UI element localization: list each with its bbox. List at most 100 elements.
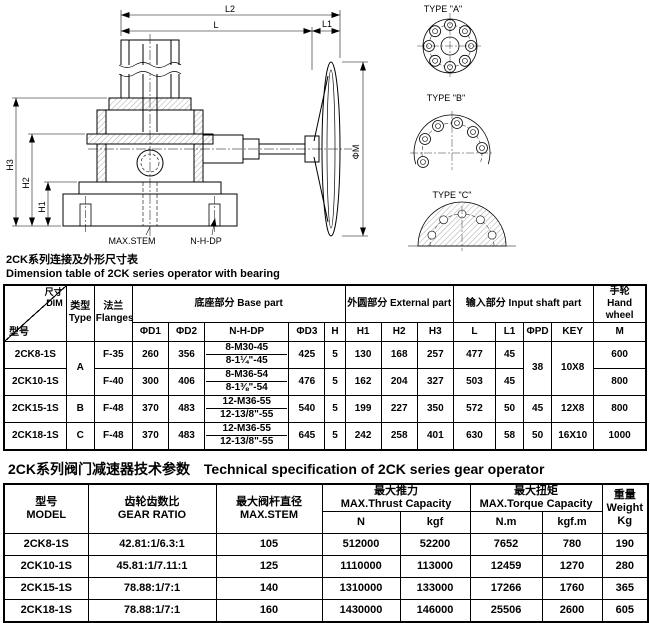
spec-row-2ck8: 2CK8-1S 42.81:1/6.3:1 105 512000 52200 7… (3, 532, 649, 556)
cell-l: 503 (452, 367, 496, 396)
cell-weight: 365 (601, 576, 649, 600)
dim-label-nhdp: N-H-DP (190, 236, 222, 246)
cell-h: 5 (324, 421, 346, 450)
cell-nhdp-inch: 12-13/8"-55 (220, 436, 274, 447)
cell-d2: 356 (167, 340, 206, 369)
spec-header-thrust-kgf: kgf (399, 510, 471, 534)
cell-m: 800 (593, 394, 647, 423)
dim-header-base-part: 底座部分 Base part (131, 284, 346, 323)
cell-d3: 476 (288, 367, 326, 396)
dimension-lines (12, 10, 368, 237)
cell-nhdp-metric: 8-M36-54 (206, 369, 288, 382)
dim-header-model-dim: 尺寸 DIM 型号 (3, 284, 67, 342)
cell-nhdp-metric: 8-M30-45 (206, 342, 288, 355)
cell-h1: 130 (344, 340, 382, 369)
cell-torque-nm: 12459 (469, 554, 543, 578)
dim-header-input-shaft-part: 输入部分 Input shaft part (452, 284, 595, 323)
spec-table-title-zh: 2CK系列阀门减速器技术参数 (8, 460, 191, 477)
cell-model: 2CK10-1S (3, 554, 89, 578)
cell-nhdp: 12-M36-55 12-13/8"-55 (204, 394, 290, 423)
dim-header-nhdp: N-H-DP (204, 321, 290, 342)
cell-l: 630 (452, 421, 496, 450)
spec-header-torque: 最大扭矩 MAX.Torque Capacity (469, 483, 603, 512)
cell-h2: 168 (380, 340, 418, 369)
cell-model: 2CK10-1S (3, 367, 67, 396)
spec-header-stem-en: MAX.STEM (239, 508, 299, 521)
flange-type-b-diagram (410, 111, 494, 170)
dim-header-flange-en: Flanges (95, 313, 134, 324)
handwheel (304, 61, 341, 237)
technical-drawing: L2 L L1 ΦM H3 H2 H1 N-H-DP MAX.STEM TYPE… (0, 0, 650, 252)
cell-h: 5 (324, 394, 346, 423)
cell-key: 10X8 (551, 340, 595, 396)
spec-header-ratio-en: GEAR RATIO (117, 508, 187, 521)
dim-label-phi-m: ΦM (351, 145, 361, 160)
spec-header-weight-zh: 重量 (613, 488, 636, 501)
spec-header-torque-kgfm: kgf.m (541, 510, 603, 534)
cell-flange: F-35 (93, 340, 133, 369)
flange-type-c-label: TYPE "C" (433, 190, 472, 200)
dim-header-type: 类型 Type (65, 284, 95, 342)
spec-header-stem: 最大阀杆直径 MAX.STEM (215, 483, 323, 534)
cell-stem: 140 (215, 576, 323, 600)
cell-nhdp-metric: 12-M36-55 (206, 423, 288, 436)
dim-header-h1: H1 (344, 321, 382, 342)
spec-header-model: 型号 MODEL (3, 483, 89, 534)
cell-l1: 50 (494, 394, 525, 423)
cell-h3: 401 (416, 421, 454, 450)
spec-header-weight: 重量 Weight Kg (601, 483, 649, 534)
dim-header-h: H (324, 321, 346, 342)
spec-header-model-en: MODEL (26, 508, 67, 521)
cell-h2: 258 (380, 421, 418, 450)
cell-h1: 162 (344, 367, 382, 396)
spec-row-2ck18: 2CK18-1S 78.88:1/7:1 160 1430000 146000 … (3, 598, 649, 623)
cell-stem: 160 (215, 598, 323, 623)
cell-torque-kgfm: 780 (541, 532, 603, 556)
cell-weight: 190 (601, 532, 649, 556)
cell-key: 12X8 (551, 394, 595, 423)
cell-thrust-n: 512000 (321, 532, 401, 556)
dim-header-handwheel-en: Hand wheel (605, 297, 634, 321)
cell-h2: 227 (380, 394, 418, 423)
cell-stem: 125 (215, 554, 323, 578)
dim-header-type-en: Type (68, 313, 92, 324)
dim-label-l2: L2 (225, 4, 235, 14)
cell-thrust-n: 1110000 (321, 554, 401, 578)
cell-m: 600 (593, 340, 647, 369)
dim-row-2ck8: 2CK8-1S A F-35 260 356 8-M30-45 8-1¼"-45… (3, 340, 647, 396)
spec-header-thrust-zh: 最大推力 (374, 484, 418, 497)
dim-header-handwheel-zh: 手轮 (609, 285, 630, 297)
flange-type-b-label: TYPE "B" (427, 93, 465, 103)
spec-header-thrust-en: MAX.Thrust Capacity (340, 497, 452, 510)
dim-label-h3: H3 (5, 159, 15, 171)
cell-thrust-n: 1310000 (321, 576, 401, 600)
cell-thrust-kgf: 52200 (399, 532, 471, 556)
dim-header-flange: 法兰 Flanges (93, 284, 134, 342)
cell-h1: 199 (344, 394, 382, 423)
cell-d2: 483 (167, 394, 206, 423)
spec-header-thrust: 最大推力 MAX.Thrust Capacity (321, 483, 471, 512)
cell-torque-kgfm: 1760 (541, 576, 603, 600)
dim-header-d1: ΦD1 (131, 321, 169, 342)
cell-weight: 605 (601, 598, 649, 623)
cell-l1: 58 (494, 421, 525, 450)
cell-pd: 50 (523, 421, 553, 450)
cell-flange: F-40 (93, 367, 133, 396)
spec-header-weight-en: Weight (606, 502, 643, 515)
base-flange (62, 181, 238, 232)
cell-pd: 38 (523, 340, 553, 396)
cell-h3: 257 (416, 340, 454, 369)
spec-header-stem-zh: 最大阀杆直径 (236, 495, 302, 508)
cell-nhdp-inch: 8-1⅜"-54 (225, 382, 268, 393)
cell-ratio: 45.81:1/7.11:1 (87, 554, 217, 578)
dim-header-d3: ΦD3 (288, 321, 326, 342)
dim-header-handwheel: 手轮 Hand wheel (593, 284, 647, 323)
dim-header-key: KEY (551, 321, 595, 342)
cell-flange: F-48 (93, 394, 133, 423)
cell-ratio: 78.88:1/7:1 (87, 598, 217, 623)
dim-header-model-zh: 型号 (9, 327, 29, 338)
spec-header-ratio: 齿轮齿数比 GEAR RATIO (87, 483, 217, 534)
cell-ratio: 42.81:1/6.3:1 (87, 532, 217, 556)
cell-thrust-kgf: 113000 (399, 554, 471, 578)
